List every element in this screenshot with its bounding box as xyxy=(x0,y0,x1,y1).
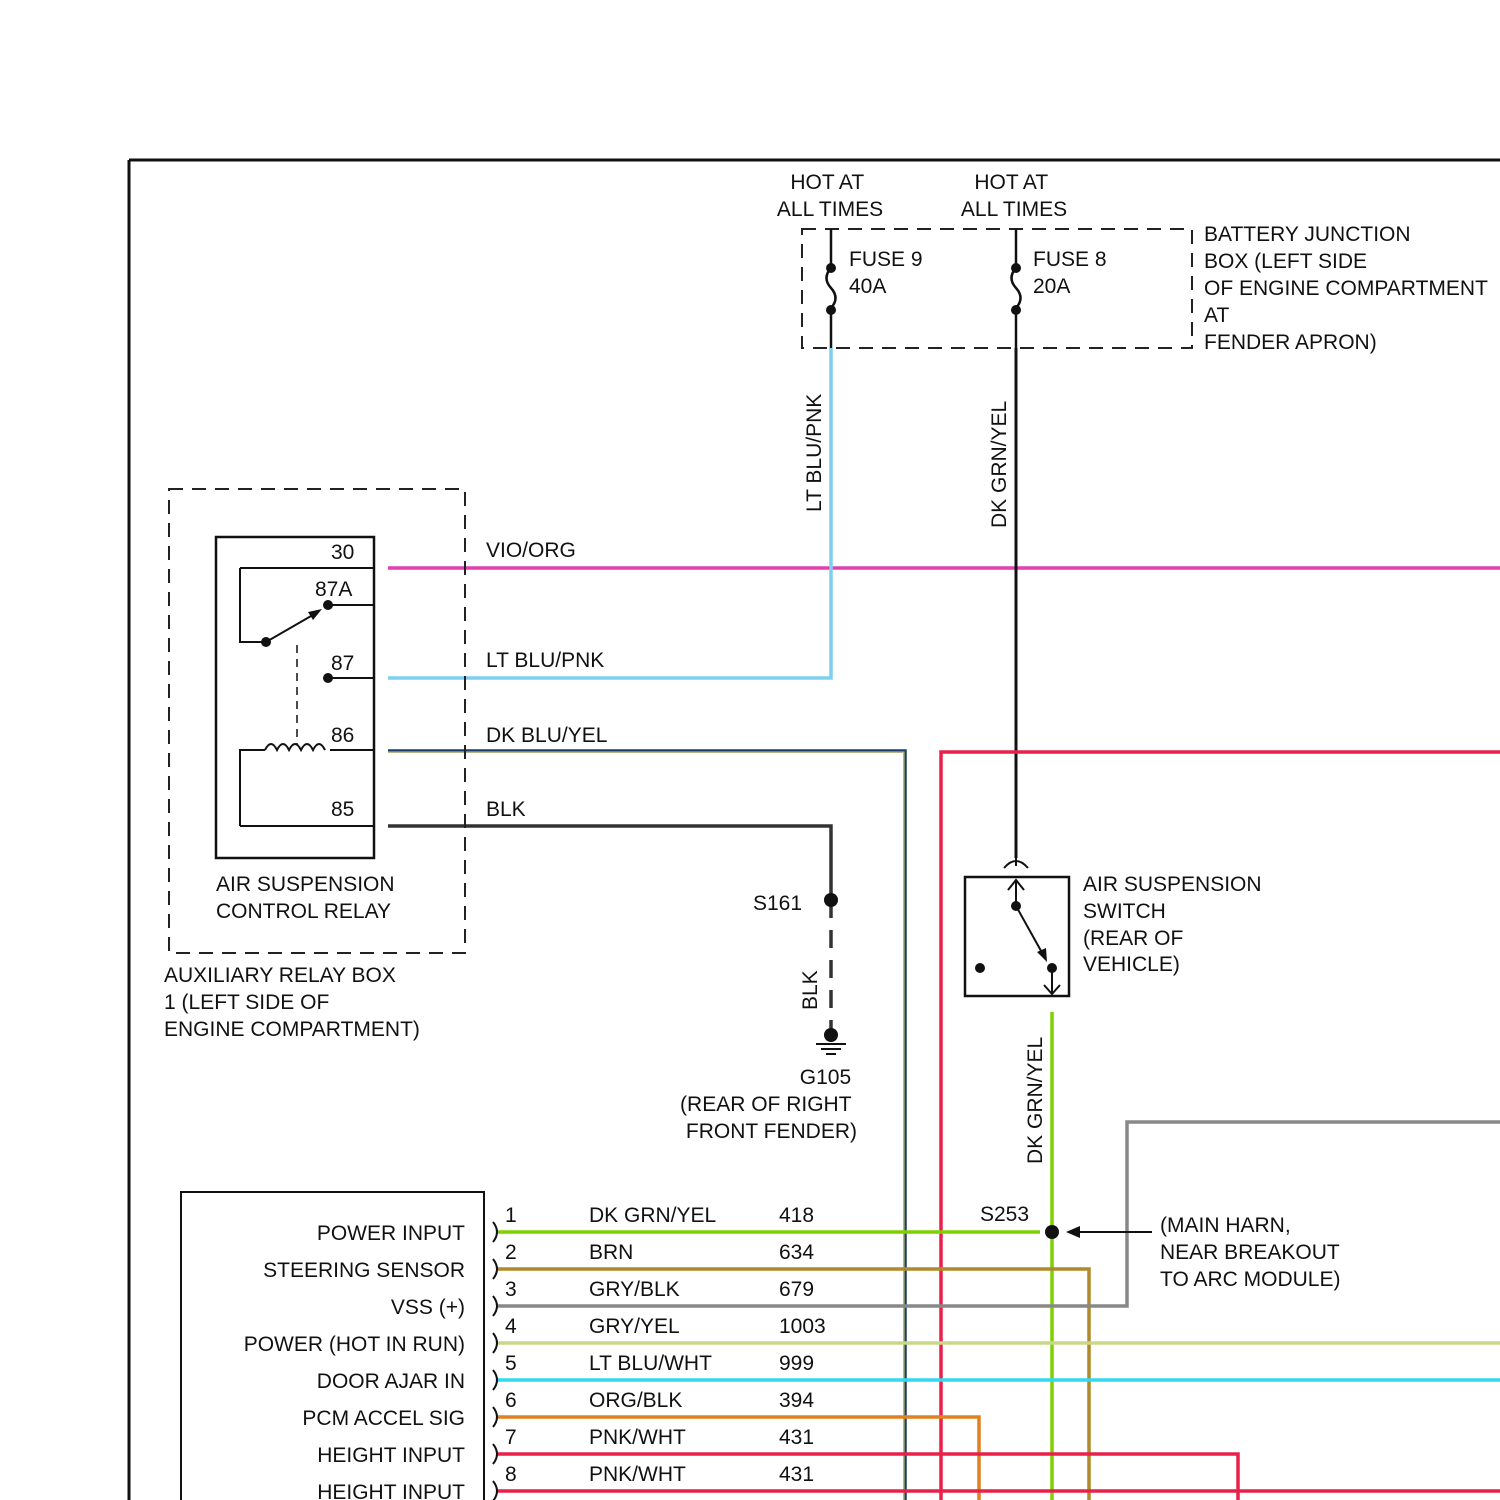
fuse-9-label: FUSE 9 40A xyxy=(849,248,928,298)
connector-terminal xyxy=(493,1222,497,1242)
module-input-label: DOOR AJAR IN xyxy=(317,1370,465,1393)
auxiliary-relay-box-label: AUXILIARY RELAY BOX 1 (LEFT SIDE OF ENGI… xyxy=(164,964,420,1041)
splice-s253-note: (MAIN HARN, NEAR BREAKOUT TO ARC MODULE) xyxy=(1160,1214,1345,1291)
wire-lt-blu-pnk xyxy=(388,348,831,678)
relay-pin-87: 87 xyxy=(331,652,354,675)
module-wire-color: GRY/BLK xyxy=(589,1278,680,1301)
relay-coil xyxy=(240,744,325,826)
wire-label-dk-grn-yel-switch: DK GRN/YEL xyxy=(1024,1037,1047,1164)
connector-terminal xyxy=(493,1333,497,1353)
module-row: DOOR AJAR IN 5 LT BLU/WHT 999 xyxy=(317,1352,814,1393)
connector-terminal xyxy=(493,1370,497,1390)
wire-label-blk-vertical: BLK xyxy=(799,970,822,1010)
module-circuit-number: 431 xyxy=(779,1463,814,1486)
hot-label-fuse9: HOT AT ALL TIMES xyxy=(777,171,883,221)
module-wire-color: BRN xyxy=(589,1241,633,1264)
relay-pin-86: 86 xyxy=(331,724,354,747)
module-circuit-number: 999 xyxy=(779,1352,814,1375)
module-wire-color: PNK/WHT xyxy=(589,1426,686,1449)
auxiliary-relay-box: 30 87A 87 86 85 AIR SUSPEN xyxy=(164,489,465,1041)
wire-label-dk-grn-yel-top: DK GRN/YEL xyxy=(988,401,1011,528)
wires xyxy=(388,348,1500,1500)
module-input-label: POWER INPUT xyxy=(317,1222,465,1245)
fuse-8: FUSE 8 20A xyxy=(1011,229,1112,348)
relay-pin-87a: 87A xyxy=(315,578,352,601)
relay-pin-stubs xyxy=(240,568,374,826)
wire-label-blk: BLK xyxy=(486,798,526,821)
module-input-label: HEIGHT INPUT xyxy=(317,1444,465,1467)
module-row: POWER INPUT 1 DK GRN/YEL 418 xyxy=(317,1204,814,1245)
relay-name: AIR SUSPENSION CONTROL RELAY xyxy=(216,873,400,923)
splice-s161: S161 xyxy=(753,892,838,915)
connector-terminal xyxy=(493,1481,497,1500)
wire-label-vio-org: VIO/ORG xyxy=(486,539,576,562)
air-suspension-switch-label: AIR SUSPENSION SWITCH (REAR OF VEHICLE) xyxy=(1083,873,1267,976)
module-row: VSS (+) 3 GRY/BLK 679 xyxy=(391,1278,814,1319)
connector-terminal xyxy=(493,1259,497,1279)
wire-label-lt-blu-pnk: LT BLU/PNK xyxy=(486,649,604,672)
module-row: HEIGHT INPUT 7 PNK/WHT 431 xyxy=(317,1426,814,1467)
module-input-label: HEIGHT INPUT xyxy=(317,1481,465,1500)
relay-pin-85: 85 xyxy=(331,798,354,821)
splice-s253-label: S253 xyxy=(980,1203,1029,1226)
module-pin-number: 6 xyxy=(505,1389,517,1412)
module-wire-color: GRY/YEL xyxy=(589,1315,680,1338)
fuse-9: FUSE 9 40A xyxy=(826,229,928,348)
module-input-label: POWER (HOT IN RUN) xyxy=(244,1333,465,1356)
fuse-8-label: FUSE 8 20A xyxy=(1033,248,1112,298)
ground-g105-label: G105 (REAR OF RIGHT FRONT FENDER) xyxy=(680,1066,857,1143)
module-circuit-number: 634 xyxy=(779,1241,814,1264)
connector-terminal xyxy=(493,1296,497,1316)
module-circuit-number: 418 xyxy=(779,1204,814,1227)
module-pin-number: 7 xyxy=(505,1426,517,1449)
module-circuit-number: 679 xyxy=(779,1278,814,1301)
module-wire-color: ORG/BLK xyxy=(589,1389,682,1412)
hot-label-fuse8: HOT AT ALL TIMES xyxy=(961,171,1067,221)
wire-label-lt-blu-pnk-vertical: LT BLU/PNK xyxy=(803,394,826,512)
connector-terminal xyxy=(493,1444,497,1464)
module-circuit-number: 431 xyxy=(779,1426,814,1449)
splice-s253: S253 (MAIN HARN, NEAR BREAKOUT TO ARC MO… xyxy=(980,1203,1345,1291)
relay-pin-30: 30 xyxy=(331,541,354,564)
module-pin-number: 3 xyxy=(505,1278,517,1301)
module-circuit-number: 394 xyxy=(779,1389,814,1412)
module-row: STEERING SENSOR 2 BRN 634 xyxy=(263,1241,814,1282)
outer-frame xyxy=(129,160,1500,1500)
air-suspension-switch: AIR SUSPENSION SWITCH (REAR OF VEHICLE) xyxy=(965,858,1267,996)
splice-s161-label: S161 xyxy=(753,892,802,915)
ground-g105: G105 (REAR OF RIGHT FRONT FENDER) xyxy=(680,1028,857,1143)
module-row: PCM ACCEL SIG 6 ORG/BLK 394 xyxy=(302,1389,814,1430)
battery-junction-box: HOT AT ALL TIMES HOT AT ALL TIMES FUSE 9… xyxy=(777,171,1493,354)
module-pin-number: 1 xyxy=(505,1204,517,1227)
wire-label-dk-blu-yel: DK BLU/YEL xyxy=(486,724,607,747)
module-pin-number: 2 xyxy=(505,1241,517,1264)
module-pin-number: 5 xyxy=(505,1352,517,1375)
module-input-label: VSS (+) xyxy=(391,1296,465,1319)
connector-terminal xyxy=(493,1407,497,1427)
module-circuit-number: 1003 xyxy=(779,1315,826,1338)
module-input-label: PCM ACCEL SIG xyxy=(302,1407,465,1430)
module-wire-color: LT BLU/WHT xyxy=(589,1352,712,1375)
module-wire-color: DK GRN/YEL xyxy=(589,1204,716,1227)
module-row: POWER (HOT IN RUN) 4 GRY/YEL 1003 xyxy=(244,1315,826,1356)
wire-blk xyxy=(388,826,831,900)
battery-junction-box-label: BATTERY JUNCTION BOX (LEFT SIDE OF ENGIN… xyxy=(1204,223,1493,354)
module-input-label: STEERING SENSOR xyxy=(263,1259,465,1282)
module-wire-color: PNK/WHT xyxy=(589,1463,686,1486)
module-pin-number: 4 xyxy=(505,1315,517,1338)
module-pin-number: 8 xyxy=(505,1463,517,1486)
module-row: HEIGHT INPUT 8 PNK/WHT 431 xyxy=(317,1463,814,1500)
